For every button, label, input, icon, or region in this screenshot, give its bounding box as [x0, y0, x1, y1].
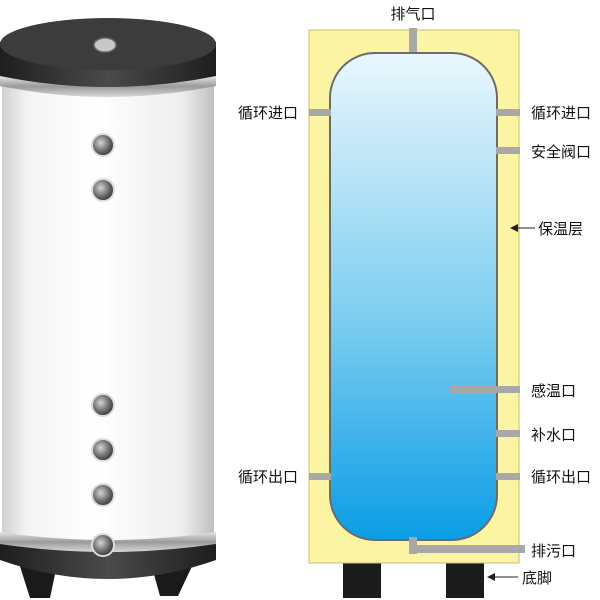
- vent-pipe: [409, 28, 417, 52]
- port-circle-icon: [91, 178, 115, 202]
- tank-top-port: [93, 37, 117, 53]
- label-temp-sensor: 感温口: [531, 382, 576, 400]
- temp-sensor-pipe: [450, 386, 520, 393]
- label-circ-in-left: 循环进口: [238, 104, 298, 122]
- water-vessel: [329, 52, 498, 541]
- arrow-left-icon: [510, 224, 535, 232]
- label-drain: 排污口: [531, 542, 576, 560]
- circ-in-left-pipe: [309, 109, 331, 116]
- circ-out-right-pipe: [496, 473, 520, 480]
- port-circle-icon: [91, 393, 115, 417]
- tank-top-rim: [0, 76, 216, 97]
- port-circle-icon: [91, 438, 115, 462]
- label-vent: 排气口: [390, 5, 435, 23]
- label-safety-valve: 安全阀口: [531, 143, 591, 161]
- section-foot-left: [343, 563, 381, 598]
- safety-valve-pipe: [496, 147, 520, 154]
- circ-in-right-pipe: [496, 109, 520, 116]
- circ-out-left-pipe: [309, 473, 331, 480]
- labels: 排气口 循环进口 循环进口 安全阀口 保温层 感温口 补水口 循环出口 循环出口…: [238, 5, 591, 587]
- port-circle-icon: [91, 133, 115, 157]
- label-refill: 补水口: [531, 426, 576, 444]
- tank-3d: [0, 18, 216, 598]
- section-foot-right: [446, 563, 484, 598]
- label-circ-out-left: 循环出口: [238, 468, 298, 486]
- port-circle-icon: [91, 533, 115, 557]
- label-circ-out-right: 循环出口: [531, 468, 591, 486]
- arrow-left-icon: [487, 573, 518, 581]
- drain-pipe-horizontal: [409, 545, 525, 553]
- port-circle-icon: [91, 483, 115, 507]
- tank-cross-section: [308, 28, 535, 598]
- pipes: [309, 28, 525, 554]
- label-circ-in-right: 循环进口: [531, 104, 591, 122]
- label-insulation: 保温层: [538, 220, 583, 238]
- refill-pipe: [496, 430, 520, 437]
- label-feet: 底脚: [522, 569, 552, 587]
